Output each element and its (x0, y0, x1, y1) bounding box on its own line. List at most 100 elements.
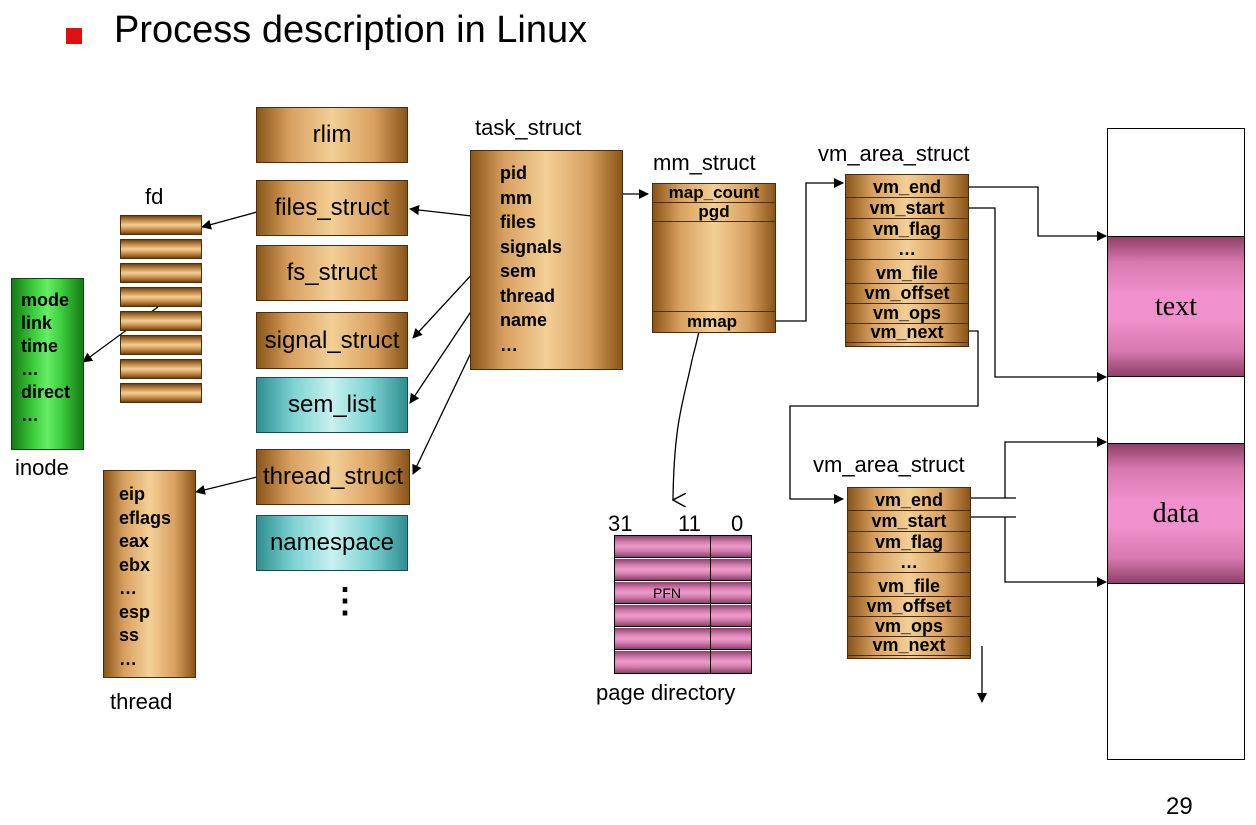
slide-title: Process description in Linux (114, 9, 588, 51)
vm-area-struct-2-label: vm_area_struct (813, 452, 965, 477)
pd-entry (615, 628, 751, 650)
task-struct-field: thread (500, 285, 556, 306)
files-struct-box: files_struct (256, 180, 408, 236)
vm-area-field: vm_ops (848, 616, 970, 637)
fd-array (120, 215, 202, 410)
mm-struct-label: mm_struct (653, 150, 756, 175)
thread-field: eip (119, 484, 146, 504)
vm-area-struct-1-box: vm_end vm_start vm_flag … vm_file vm_off… (845, 174, 969, 347)
signal-struct-box: signal_struct (256, 312, 408, 369)
pfn-label: PFN (653, 585, 681, 601)
arrow-thread-struct-to-thread (195, 476, 258, 495)
vm-area-field: vm_offset (848, 596, 970, 617)
vm-area-field: vm_offset (846, 283, 968, 304)
inode-field: mode (21, 290, 70, 310)
bit-31-label: 31 (608, 511, 633, 536)
mm-divider (653, 221, 775, 222)
vm-area-field: vm_flag (846, 219, 968, 240)
vm-area-field: vm_file (848, 576, 970, 597)
fd-slot (120, 335, 202, 355)
fs-struct-box: fs_struct (256, 245, 408, 301)
vm-area-struct-1-label: vm_area_struct (818, 141, 970, 166)
task-struct-field: name (500, 310, 548, 330)
arrow-vm-start-to-data-bottom-2 (1004, 517, 1107, 587)
map-count-field: map_count (668, 183, 760, 202)
sem-list-box: sem_list (256, 377, 408, 433)
inode-field: time (21, 336, 59, 356)
inode-field: … (21, 405, 39, 425)
thread-field: … (119, 578, 137, 598)
mmap-field: mmap (687, 312, 738, 331)
mm-struct-box: map_count pgd mmap (652, 183, 776, 333)
task-struct-field: … (500, 334, 518, 355)
arrow-vm-end-to-data-top-2 (1004, 437, 1107, 498)
vm-area-struct-2-box: vm_end vm_start vm_flag … vm_file vm_off… (847, 487, 971, 659)
text-segment: text (1108, 236, 1244, 377)
fd-slot (120, 239, 202, 259)
process-memory: text data (1107, 128, 1245, 760)
fd-slot (120, 215, 202, 235)
page-directory-label: page directory (596, 680, 736, 705)
thread-field: eflags (119, 507, 172, 528)
pd-entry (615, 651, 751, 673)
fd-label: fd (145, 184, 164, 209)
vm-area-field: … (848, 552, 970, 573)
fd-slot (120, 263, 202, 283)
pd-bit-divider (710, 536, 711, 673)
task-struct-label: task_struct (475, 115, 582, 140)
fd-slot (120, 311, 202, 331)
vm-area-field: vm_next (848, 635, 970, 656)
task-struct-box: pid mm files signals sem thread name … (470, 150, 623, 370)
arrow-vm-start-to-text-bottom (968, 207, 1107, 382)
vm-area-field: … (846, 239, 968, 260)
pd-entry (615, 605, 751, 627)
pd-entry (615, 559, 751, 581)
bit-11-label: 11 (678, 511, 701, 536)
arrow-vm-next-to-vm-area-2 (789, 330, 979, 504)
thread-field: eax (119, 531, 150, 551)
thread-field: … (119, 648, 137, 669)
inode-field: … (21, 359, 39, 379)
inode-box: mode link time … direct … (11, 278, 84, 450)
pgd-field: pgd (653, 202, 775, 221)
pd-entry (615, 582, 751, 604)
vm-area-field: vm_next (846, 322, 968, 343)
fd-slot (120, 359, 202, 379)
task-struct-field: signals (500, 236, 563, 257)
pd-entry (615, 536, 751, 558)
thread-field: esp (119, 601, 151, 622)
task-struct-field: mm (500, 187, 533, 208)
arrow-mmap-to-vm-area-1 (762, 178, 844, 322)
thread-struct-box: thread_struct (256, 449, 410, 505)
page-directory-table: PFN (614, 535, 752, 674)
page-number: 29 (1166, 793, 1193, 820)
more-structs-ellipsis: ⋮ (328, 582, 362, 620)
thread-field: ebx (119, 554, 151, 575)
task-struct-field: sem (500, 261, 537, 281)
namespace-box: namespace (256, 515, 408, 571)
arrow-vm-end-to-text-top (948, 186, 1107, 241)
rlim-box: rlim (256, 107, 408, 163)
inode-field: direct (21, 382, 71, 402)
thread-box: eip eflags eax ebx … esp ss … (103, 470, 196, 678)
vm-area-field: vm_file (846, 263, 968, 284)
bit-0-label: 0 (731, 511, 744, 536)
vm-area-field: vm_end (848, 490, 970, 511)
fd-slot (120, 383, 202, 403)
thread-label: thread (110, 689, 173, 714)
vm-area-field: vm_ops (846, 303, 968, 324)
task-struct-field: pid (500, 163, 527, 183)
vm-area-field: vm_end (846, 177, 968, 198)
vm-area-field: vm_start (846, 198, 968, 219)
data-segment: data (1108, 443, 1244, 584)
thread-field: ss (119, 625, 140, 645)
vm-area-field: vm_flag (848, 532, 970, 553)
inode-label: inode (15, 455, 69, 480)
bullet-icon (66, 28, 82, 44)
task-struct-field: files (500, 212, 537, 232)
mm-divider (653, 311, 775, 312)
inode-field: link (21, 313, 53, 333)
fd-slot (120, 287, 202, 307)
vm-area-field: vm_start (848, 511, 970, 532)
